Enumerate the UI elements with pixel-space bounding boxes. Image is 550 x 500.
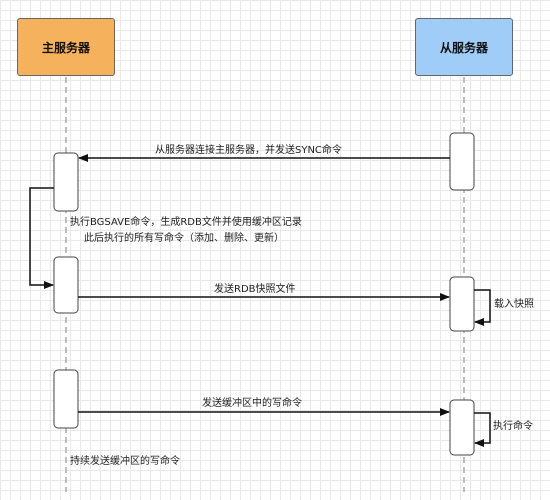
participant-slave-label: 从服务器 bbox=[439, 40, 488, 55]
activation-slave-2 bbox=[449, 276, 475, 332]
arrow-exec-command-self bbox=[474, 412, 491, 447]
participant-master-label: 主服务器 bbox=[41, 40, 90, 55]
label-bgsave-line2: 此后执行的所有写命令（添加、删除、更新） bbox=[84, 233, 284, 244]
activation-slave-3 bbox=[449, 399, 475, 456]
label-bgsave-line1: 执行BGSAVE命令，生成RDB文件并使用缓冲区记录 bbox=[70, 217, 302, 228]
label-sync: 从服务器连接主服务器，并发送SYNC命令 bbox=[155, 145, 342, 156]
arrow-load-snapshot-self bbox=[474, 289, 491, 326]
activation-master-3 bbox=[53, 369, 79, 429]
activation-slave-1 bbox=[449, 132, 475, 191]
label-send-buffer: 发送缓冲区中的写命令 bbox=[202, 398, 302, 409]
label-keep-sending: 持续发送缓冲区的写命令 bbox=[70, 456, 180, 467]
arrow-bgsave-self bbox=[29, 187, 54, 289]
participant-slave-server[interactable]: 从服务器 bbox=[415, 18, 513, 76]
participant-master-server[interactable]: 主服务器 bbox=[17, 18, 115, 76]
label-load-snapshot: 载入快照 bbox=[494, 299, 534, 310]
activation-master-2 bbox=[53, 256, 79, 314]
label-exec-command: 执行命令 bbox=[493, 421, 533, 432]
activation-master-1 bbox=[53, 152, 79, 212]
label-send-rdb: 发送RDB快照文件 bbox=[214, 284, 296, 295]
